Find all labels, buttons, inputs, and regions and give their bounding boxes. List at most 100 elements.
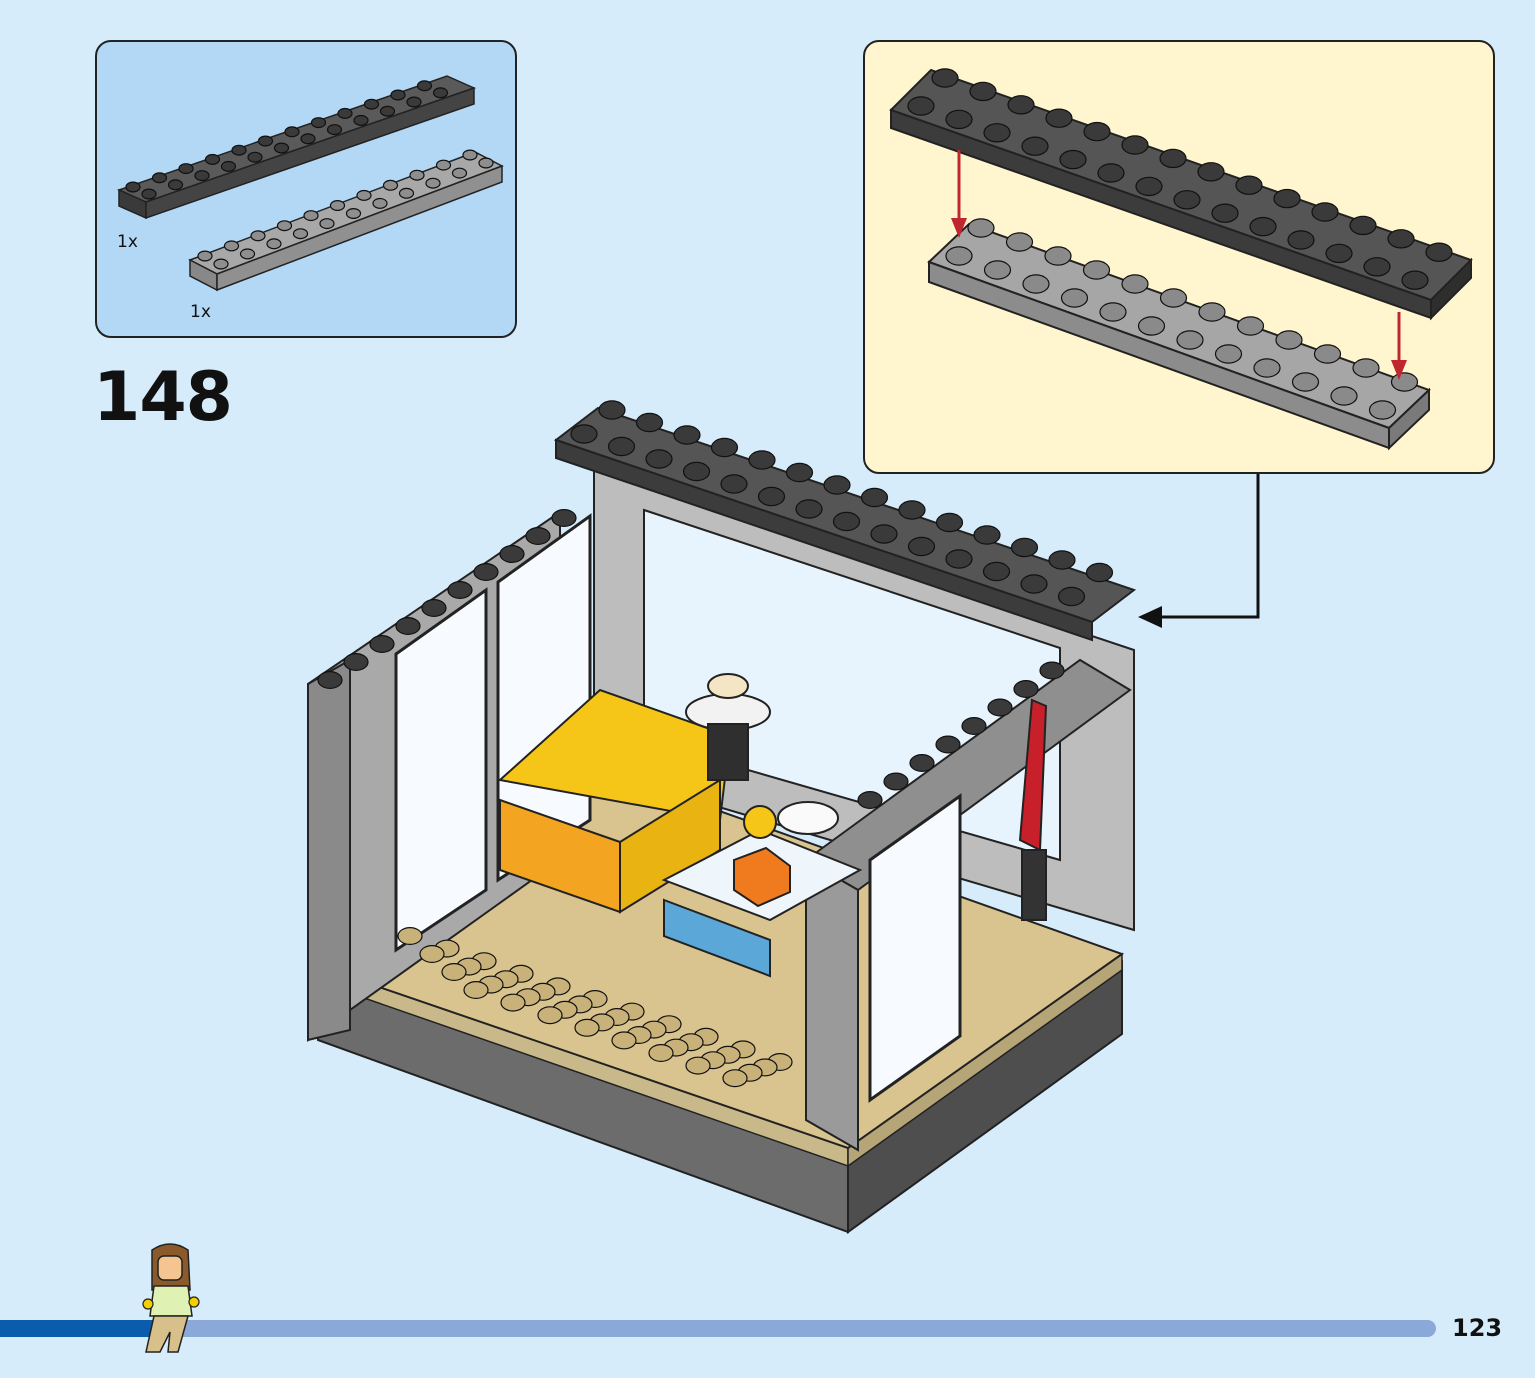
stud <box>567 995 593 1014</box>
stud <box>1425 242 1453 262</box>
stud <box>1352 358 1380 378</box>
stud <box>823 475 851 495</box>
part-quantity-2: 1x <box>190 302 211 322</box>
stud <box>551 509 577 528</box>
stud <box>648 1043 674 1062</box>
stud <box>213 258 229 270</box>
stud <box>645 449 673 469</box>
stud <box>1287 230 1315 250</box>
stud <box>720 474 748 494</box>
stud <box>973 525 1001 545</box>
stud <box>329 200 346 212</box>
stud <box>530 982 556 1001</box>
stud <box>785 462 814 483</box>
stud <box>406 96 422 108</box>
stud <box>1005 232 1034 252</box>
stud <box>125 181 141 193</box>
stud <box>710 437 739 458</box>
stud <box>693 1027 719 1046</box>
stud <box>604 1007 630 1026</box>
stud <box>435 159 452 171</box>
stud <box>1159 148 1187 169</box>
stud <box>451 167 468 179</box>
stud <box>1057 586 1086 607</box>
stud <box>223 240 240 252</box>
stud <box>1048 550 1076 570</box>
stud <box>1059 149 1087 170</box>
stud <box>390 89 406 101</box>
stud <box>1349 215 1377 236</box>
stud <box>1330 386 1358 406</box>
stud <box>463 980 489 999</box>
stud <box>767 1052 793 1071</box>
stud <box>682 461 711 482</box>
stud <box>700 1051 726 1070</box>
stud <box>317 670 343 689</box>
dark-gray-plate-icon <box>889 68 1473 321</box>
left-wall <box>307 510 592 1042</box>
stud <box>1121 274 1149 294</box>
stud <box>178 163 194 175</box>
parts-list-box: 1x 1x <box>95 40 517 338</box>
stud <box>663 1038 689 1057</box>
stud <box>673 425 701 445</box>
stud <box>425 177 441 189</box>
stud <box>356 189 372 201</box>
stud <box>935 512 964 533</box>
coffee-table <box>661 801 863 978</box>
stud <box>462 149 478 161</box>
stud <box>656 1015 682 1034</box>
stud <box>795 499 823 519</box>
stud <box>945 109 973 130</box>
stud <box>545 977 571 996</box>
stud <box>611 1031 637 1050</box>
stud <box>326 124 343 136</box>
stud <box>1159 288 1188 308</box>
stud <box>1020 574 1048 594</box>
stud <box>967 218 995 238</box>
stud <box>598 400 626 420</box>
stud <box>250 230 266 242</box>
stud <box>737 1063 763 1082</box>
step-number: 148 <box>93 358 233 437</box>
stud <box>1311 202 1339 222</box>
red-arrow-icon <box>951 150 1407 380</box>
stud <box>300 133 316 145</box>
side-table <box>685 673 771 781</box>
part-quantity-1: 1x <box>117 232 138 252</box>
stud <box>748 450 776 470</box>
stud <box>292 228 309 240</box>
stud <box>552 1000 578 1019</box>
back-wall <box>593 468 1135 932</box>
stud <box>757 486 786 507</box>
stud <box>194 170 210 182</box>
stud <box>141 188 157 200</box>
stud <box>983 260 1012 280</box>
stud <box>752 1058 778 1077</box>
stud <box>276 220 293 232</box>
stud <box>395 616 421 635</box>
stud <box>1085 562 1114 583</box>
stud <box>678 1033 704 1052</box>
sofa <box>497 688 732 914</box>
stud <box>857 790 883 809</box>
stud <box>473 562 499 581</box>
stud <box>379 105 396 117</box>
stud <box>1173 190 1201 210</box>
stud <box>1253 358 1281 378</box>
stud <box>1235 175 1263 195</box>
stud <box>1275 330 1303 350</box>
stud <box>1121 135 1149 155</box>
stud <box>907 96 935 116</box>
stud <box>266 238 282 250</box>
stud <box>419 944 445 963</box>
stud <box>471 952 497 971</box>
right-wall <box>804 658 1132 1152</box>
stud <box>1022 274 1050 294</box>
stud <box>582 989 608 1008</box>
stud <box>961 716 987 735</box>
stud <box>421 598 447 617</box>
stud <box>239 248 256 260</box>
stud <box>500 993 526 1012</box>
stud <box>1135 176 1163 197</box>
